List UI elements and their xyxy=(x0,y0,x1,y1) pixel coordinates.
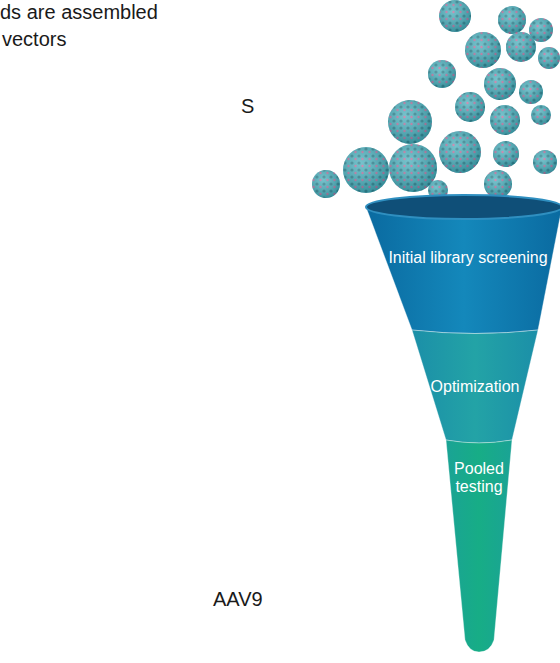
virus-particle xyxy=(498,6,526,34)
particle-shade xyxy=(538,47,560,69)
band-label: Optimization xyxy=(428,378,522,396)
virus-particle xyxy=(519,80,543,104)
particle-shade xyxy=(519,80,543,104)
virus-particle xyxy=(343,147,389,193)
virus-particle xyxy=(484,170,512,198)
virus-particle xyxy=(490,105,520,135)
virus-particle xyxy=(506,32,536,62)
particle-shade xyxy=(506,32,536,62)
virus-particle xyxy=(465,32,501,68)
virus-particle xyxy=(531,105,551,125)
particle-shade xyxy=(493,141,519,167)
particle-shade xyxy=(455,92,485,122)
slide-text: S xyxy=(241,94,254,118)
band-fill xyxy=(446,440,512,652)
funnel-band: Optimization xyxy=(408,324,542,446)
virus-particle xyxy=(455,92,485,122)
funnel-band: Pooled testing xyxy=(442,434,516,656)
virus-particle xyxy=(439,0,471,32)
particle-shade xyxy=(465,32,501,68)
particle-shade xyxy=(484,170,512,198)
particle-shade xyxy=(343,147,389,193)
virus-particle xyxy=(312,170,340,198)
virus-particle xyxy=(428,60,456,88)
band-label: Initial library screening xyxy=(385,249,551,267)
particle-shade xyxy=(484,68,516,100)
virus-particle xyxy=(538,47,560,69)
particle-shade xyxy=(531,105,551,125)
particle-shade xyxy=(498,6,526,34)
particle-shade xyxy=(312,170,340,198)
slide-text: vectors xyxy=(2,27,66,51)
virus-particle xyxy=(439,131,481,173)
virus-particle xyxy=(493,141,519,167)
virus-particle xyxy=(388,100,432,144)
particle-shade xyxy=(439,131,481,173)
band-fill xyxy=(366,207,560,334)
particle-shade xyxy=(388,100,432,144)
particle-shade xyxy=(439,0,471,32)
band-fill xyxy=(412,330,538,443)
particle-shade xyxy=(533,150,557,174)
particle-shade xyxy=(428,60,456,88)
particle-shade xyxy=(490,105,520,135)
virus-particle xyxy=(533,150,557,174)
slide-text: ds are assembled xyxy=(0,0,158,24)
slide-text: AAV9 xyxy=(213,587,263,611)
funnel-band: Initial library screening xyxy=(360,190,560,338)
funnel-rim xyxy=(366,195,560,219)
band-label: Pooled testing xyxy=(448,460,510,497)
virus-particle xyxy=(484,68,516,100)
